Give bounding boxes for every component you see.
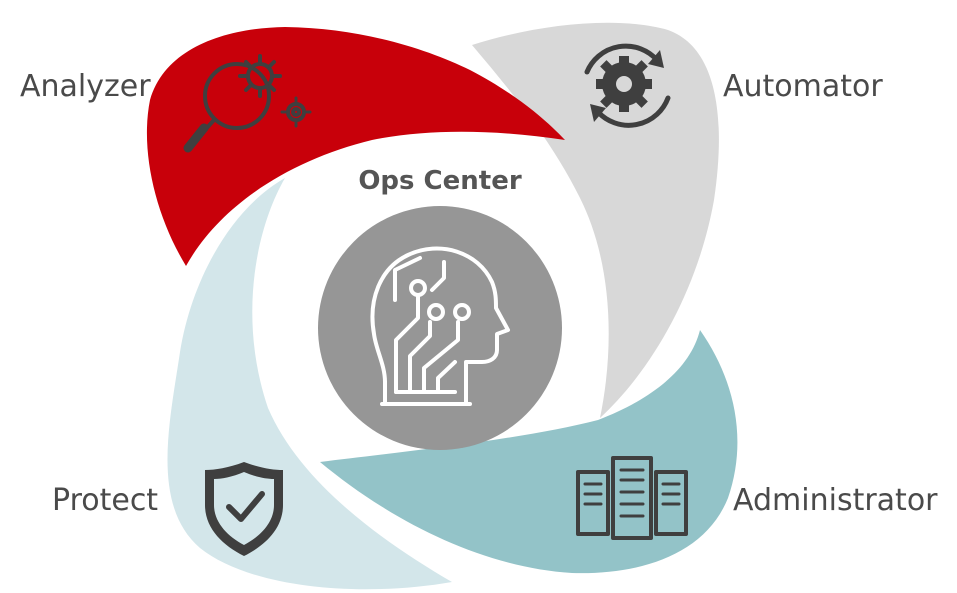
label-analyzer: Analyzer (20, 69, 151, 104)
center-title: Ops Center (358, 166, 522, 196)
server-rack-icon (576, 456, 688, 540)
petal-administrator (320, 330, 738, 574)
shield-check-icon (205, 462, 283, 556)
ai-head-circuit-icon (370, 246, 510, 406)
label-automator: Automator (723, 69, 883, 104)
center-circle (318, 206, 562, 450)
label-protect: Protect (52, 483, 159, 518)
gear-cycle-icon (584, 43, 671, 128)
label-administrator: Administrator (733, 483, 938, 518)
magnifier-gears-icon (183, 54, 312, 153)
